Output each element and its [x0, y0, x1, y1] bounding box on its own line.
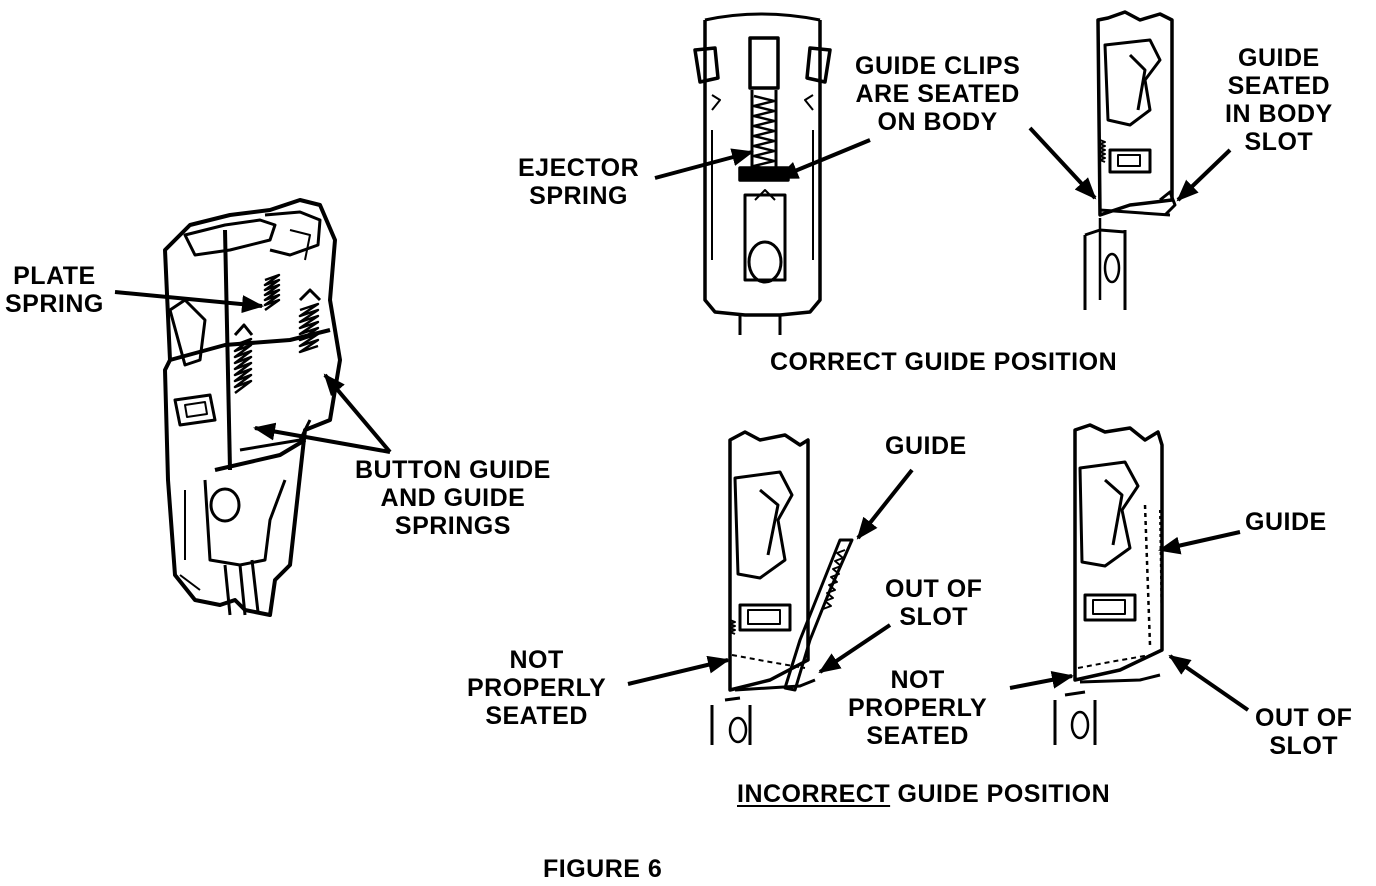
- label-out-of-slot-2: OUT OF SLOT: [1255, 704, 1353, 760]
- arrow-out-of-slot-2: [1168, 654, 1250, 712]
- label-ejector-spring: EJECTOR SPRING: [518, 154, 640, 210]
- label-out-of-slot-1: OUT OF SLOT: [885, 575, 983, 631]
- label-plate-spring: PLATE SPRING: [5, 262, 104, 318]
- label-guide-1: GUIDE: [885, 432, 967, 460]
- arrow-not-seated-2: [1009, 670, 1074, 690]
- label-guide-seated: GUIDE SEATED IN BODY SLOT: [1225, 44, 1333, 156]
- incorrect-title-rest: GUIDE POSITION: [890, 780, 1111, 808]
- incorrect-side-view-2: [1053, 423, 1164, 745]
- label-button-guide: BUTTON GUIDE AND GUIDE SPRINGS: [355, 456, 551, 540]
- label-guide-clips: GUIDE CLIPS ARE SEATED ON BODY: [855, 52, 1021, 136]
- figure-caption: FIGURE 6: [543, 855, 663, 883]
- arrow-button-guide-a: [253, 422, 391, 454]
- switch-assembly-3d: [163, 198, 342, 617]
- arrow-guide-clips: [776, 138, 871, 180]
- arrow-plate-spring: [114, 290, 264, 314]
- correct-front-view: [693, 12, 832, 335]
- arrow-guide-2: [1158, 530, 1241, 555]
- arrow-guide-seated-left: [1028, 126, 1097, 200]
- arrow-out-of-slot-1: [818, 623, 892, 674]
- correct-side-view: [1083, 10, 1177, 310]
- arrow-guide-seated-right: [1176, 148, 1232, 202]
- callout-arrows: [114, 126, 1250, 712]
- label-not-properly-seated-2: NOT PROPERLY SEATED: [848, 666, 988, 750]
- label-guide-2: GUIDE: [1245, 508, 1327, 536]
- arrow-not-seated-1: [627, 655, 730, 686]
- label-not-properly-seated-1: NOT PROPERLY SEATED: [467, 646, 607, 730]
- arrow-ejector-spring: [654, 148, 754, 180]
- title-incorrect-guide-position: INCORRECT GUIDE POSITION: [737, 780, 1110, 808]
- title-correct-guide-position: CORRECT GUIDE POSITION: [770, 348, 1118, 376]
- arrow-guide-1: [856, 468, 914, 540]
- incorrect-side-view-1: [710, 430, 854, 745]
- arrow-button-guide-b: [323, 373, 392, 454]
- incorrect-word: INCORRECT: [737, 780, 891, 808]
